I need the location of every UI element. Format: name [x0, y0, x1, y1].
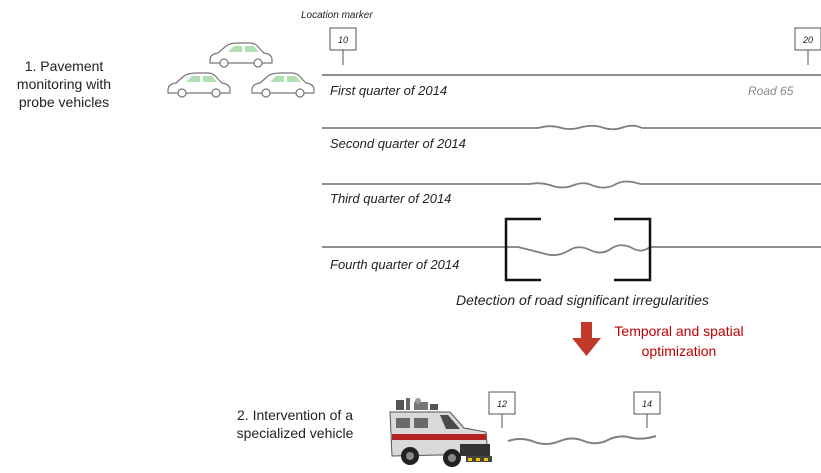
- specialized-vehicle-icon: [389, 398, 492, 467]
- step2-label: 2. Intervention of a specialized vehicle: [220, 406, 370, 442]
- road-line-q4: [322, 244, 821, 256]
- car-icon: [251, 72, 315, 98]
- marker-14-text: 14: [642, 399, 652, 409]
- quarter-label-4: Fourth quarter of 2014: [330, 257, 460, 272]
- step1-line2: monitoring with: [16, 76, 112, 92]
- car-icon: [209, 42, 273, 68]
- step2-line2: specialized vehicle: [236, 425, 354, 441]
- marker-20-text: 20: [802, 35, 813, 45]
- step2-line1: 2. Intervention of a: [237, 407, 353, 423]
- quarter-label-1: First quarter of 2014: [330, 83, 448, 98]
- location-marker-label: Location marker: [301, 10, 373, 21]
- optimization-line1: Temporal and spatial: [614, 323, 744, 339]
- optimization-line2: optimization: [641, 343, 717, 359]
- quarter-label-2: Second quarter of 2014: [330, 136, 466, 151]
- road-segment-bottom: [507, 435, 657, 445]
- down-arrow-icon: [572, 322, 601, 356]
- optimization-label: Temporal and spatial optimization: [596, 321, 762, 361]
- quarter-label-3: Third quarter of 2014: [330, 191, 452, 206]
- car-icon: [167, 72, 231, 98]
- marker-12-text: 12: [497, 399, 507, 409]
- location-marker-12: 12: [488, 391, 516, 428]
- detection-bracket-left: [504, 217, 541, 282]
- road-name: Road 65: [748, 84, 794, 98]
- detection-bracket-right: [614, 217, 652, 282]
- detection-text: Detection of road significant irregulari…: [456, 292, 709, 308]
- step1-line1: 1. Pavement: [24, 58, 104, 74]
- location-marker-14: 14: [633, 391, 661, 428]
- marker-10-text: 10: [338, 35, 348, 45]
- road-line-q2: [322, 124, 821, 131]
- step1-label: 1. Pavement monitoring with probe vehicl…: [0, 57, 128, 111]
- road-line-q3: [322, 180, 821, 189]
- location-marker-10: 10: [329, 27, 357, 65]
- step1-line3: probe vehicles: [18, 94, 110, 110]
- location-marker-20: 20: [794, 27, 821, 65]
